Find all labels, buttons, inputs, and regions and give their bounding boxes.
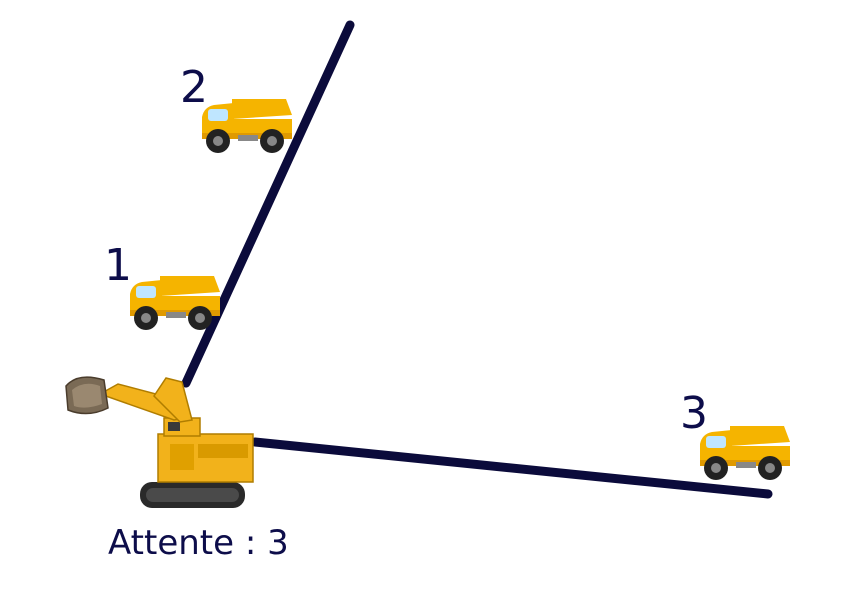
wait-count-label: Attente : 3 — [108, 523, 289, 563]
dump-truck-icon — [700, 426, 790, 480]
truck-2-number: 2 — [180, 62, 208, 113]
dump-truck-icon — [202, 99, 292, 153]
mining-excavator-icon — [65, 376, 254, 508]
dump-truck-icon — [130, 276, 220, 330]
truck-1-number: 1 — [104, 240, 132, 291]
truck-3-number: 3 — [680, 388, 708, 439]
road-to-right-area — [250, 437, 773, 499]
road-to-upper-area — [181, 20, 355, 388]
